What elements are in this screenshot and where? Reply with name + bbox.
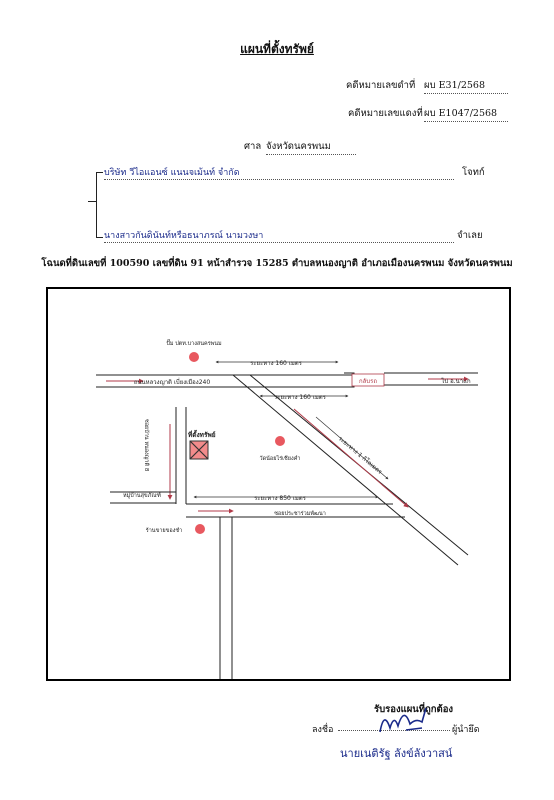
distance-160-top-label: ระยะทาง 160 เมตร [250, 360, 303, 367]
signature-line [338, 730, 450, 731]
traffic-arrow [293, 408, 409, 508]
property-label: ที่ตั้งทรัพย์ [188, 429, 216, 439]
location-map: กลับรถ ระยะทาง 160 เมตร ระยะทาง 160 เมตร… [46, 287, 511, 681]
main-road-label: ถนนหลวงญาติ เบี่ยงเมือง240 [134, 378, 211, 386]
black-case-label: คดีหมายเลขดำที่ [346, 80, 416, 91]
landmark-top-label: ปั๊ม ปตท.บางสนครพนม [166, 339, 222, 347]
signature-icon [379, 707, 427, 733]
sign-label: ลงชื่อ [312, 725, 334, 735]
property-cross-icon [189, 440, 209, 460]
map-canvas: กลับรถ ระยะทาง 160 เมตร ระยะทาง 160 เมตร… [96, 339, 478, 679]
lower-road [110, 491, 405, 679]
plaintiff-name: บริษัท วีไอแอนซ์ แนนจเม้นท์ จำกัด [104, 165, 454, 180]
landmark-top-pin [189, 352, 199, 362]
soi-label: ซอยบ้าน หนองญาติ 8 [143, 419, 150, 472]
junction-label: กลับรถ [359, 378, 377, 385]
party-brace [96, 172, 103, 238]
shop-pin [195, 524, 205, 534]
deed-line: โฉนดที่ดินเลขที่ 100590 เลขที่ดิน 91 หน้… [41, 258, 513, 269]
court-name: จังหวัดนครพนม [266, 139, 356, 155]
temple-label: วัดน้อยไร่เชียงคำ [260, 455, 301, 462]
red-case-label: คดีหมายเลขแดงที่ [348, 108, 423, 119]
lower-road-label: ซอยประชาร่วมพัฒนา [274, 510, 326, 517]
party-brace-tip [88, 201, 96, 202]
defendant-role: จำเลย [457, 230, 483, 241]
distance-1km-label: ระยะทาง 1 กิโลเมตร [337, 434, 385, 476]
shop-label: ร้านขายของชำ [146, 527, 182, 534]
junction-box [351, 373, 385, 387]
court-label: ศาล [244, 141, 262, 152]
page-title: แผนที่ตั้งทรัพย์ [240, 42, 314, 56]
distance-1km [315, 416, 389, 480]
defendant-name: นางสาวกันดินันท์หรือธนาภรณ์ นามวงษา [104, 228, 454, 243]
distance-850-label: ระยะทาง 850 เมตร [254, 495, 307, 502]
plaintiff-role: โจทก์ [462, 167, 485, 178]
distance-160-bottom-label: ระยะทาง 160 เมตร [274, 394, 327, 401]
signer-name: นายเนติรัฐ ลังข์ลังวาสน์ [340, 747, 453, 760]
diagonal-road [232, 374, 469, 566]
to-city-label: ไป อ.นาแก [440, 377, 471, 385]
main-road [96, 372, 478, 388]
red-case-number: ผบ E1047/2568 [424, 106, 508, 122]
temple-pin [275, 436, 285, 446]
black-case-number: ผบ E31/2568 [424, 78, 508, 94]
certification-heading: รับรองแผนที่ถูกต้อง [374, 704, 454, 715]
soi-road [175, 407, 187, 504]
surveyor-label: ผู้นำยึด [452, 725, 480, 735]
village-label: หมู่บ้านสุขภัณฑ์ [123, 492, 161, 499]
